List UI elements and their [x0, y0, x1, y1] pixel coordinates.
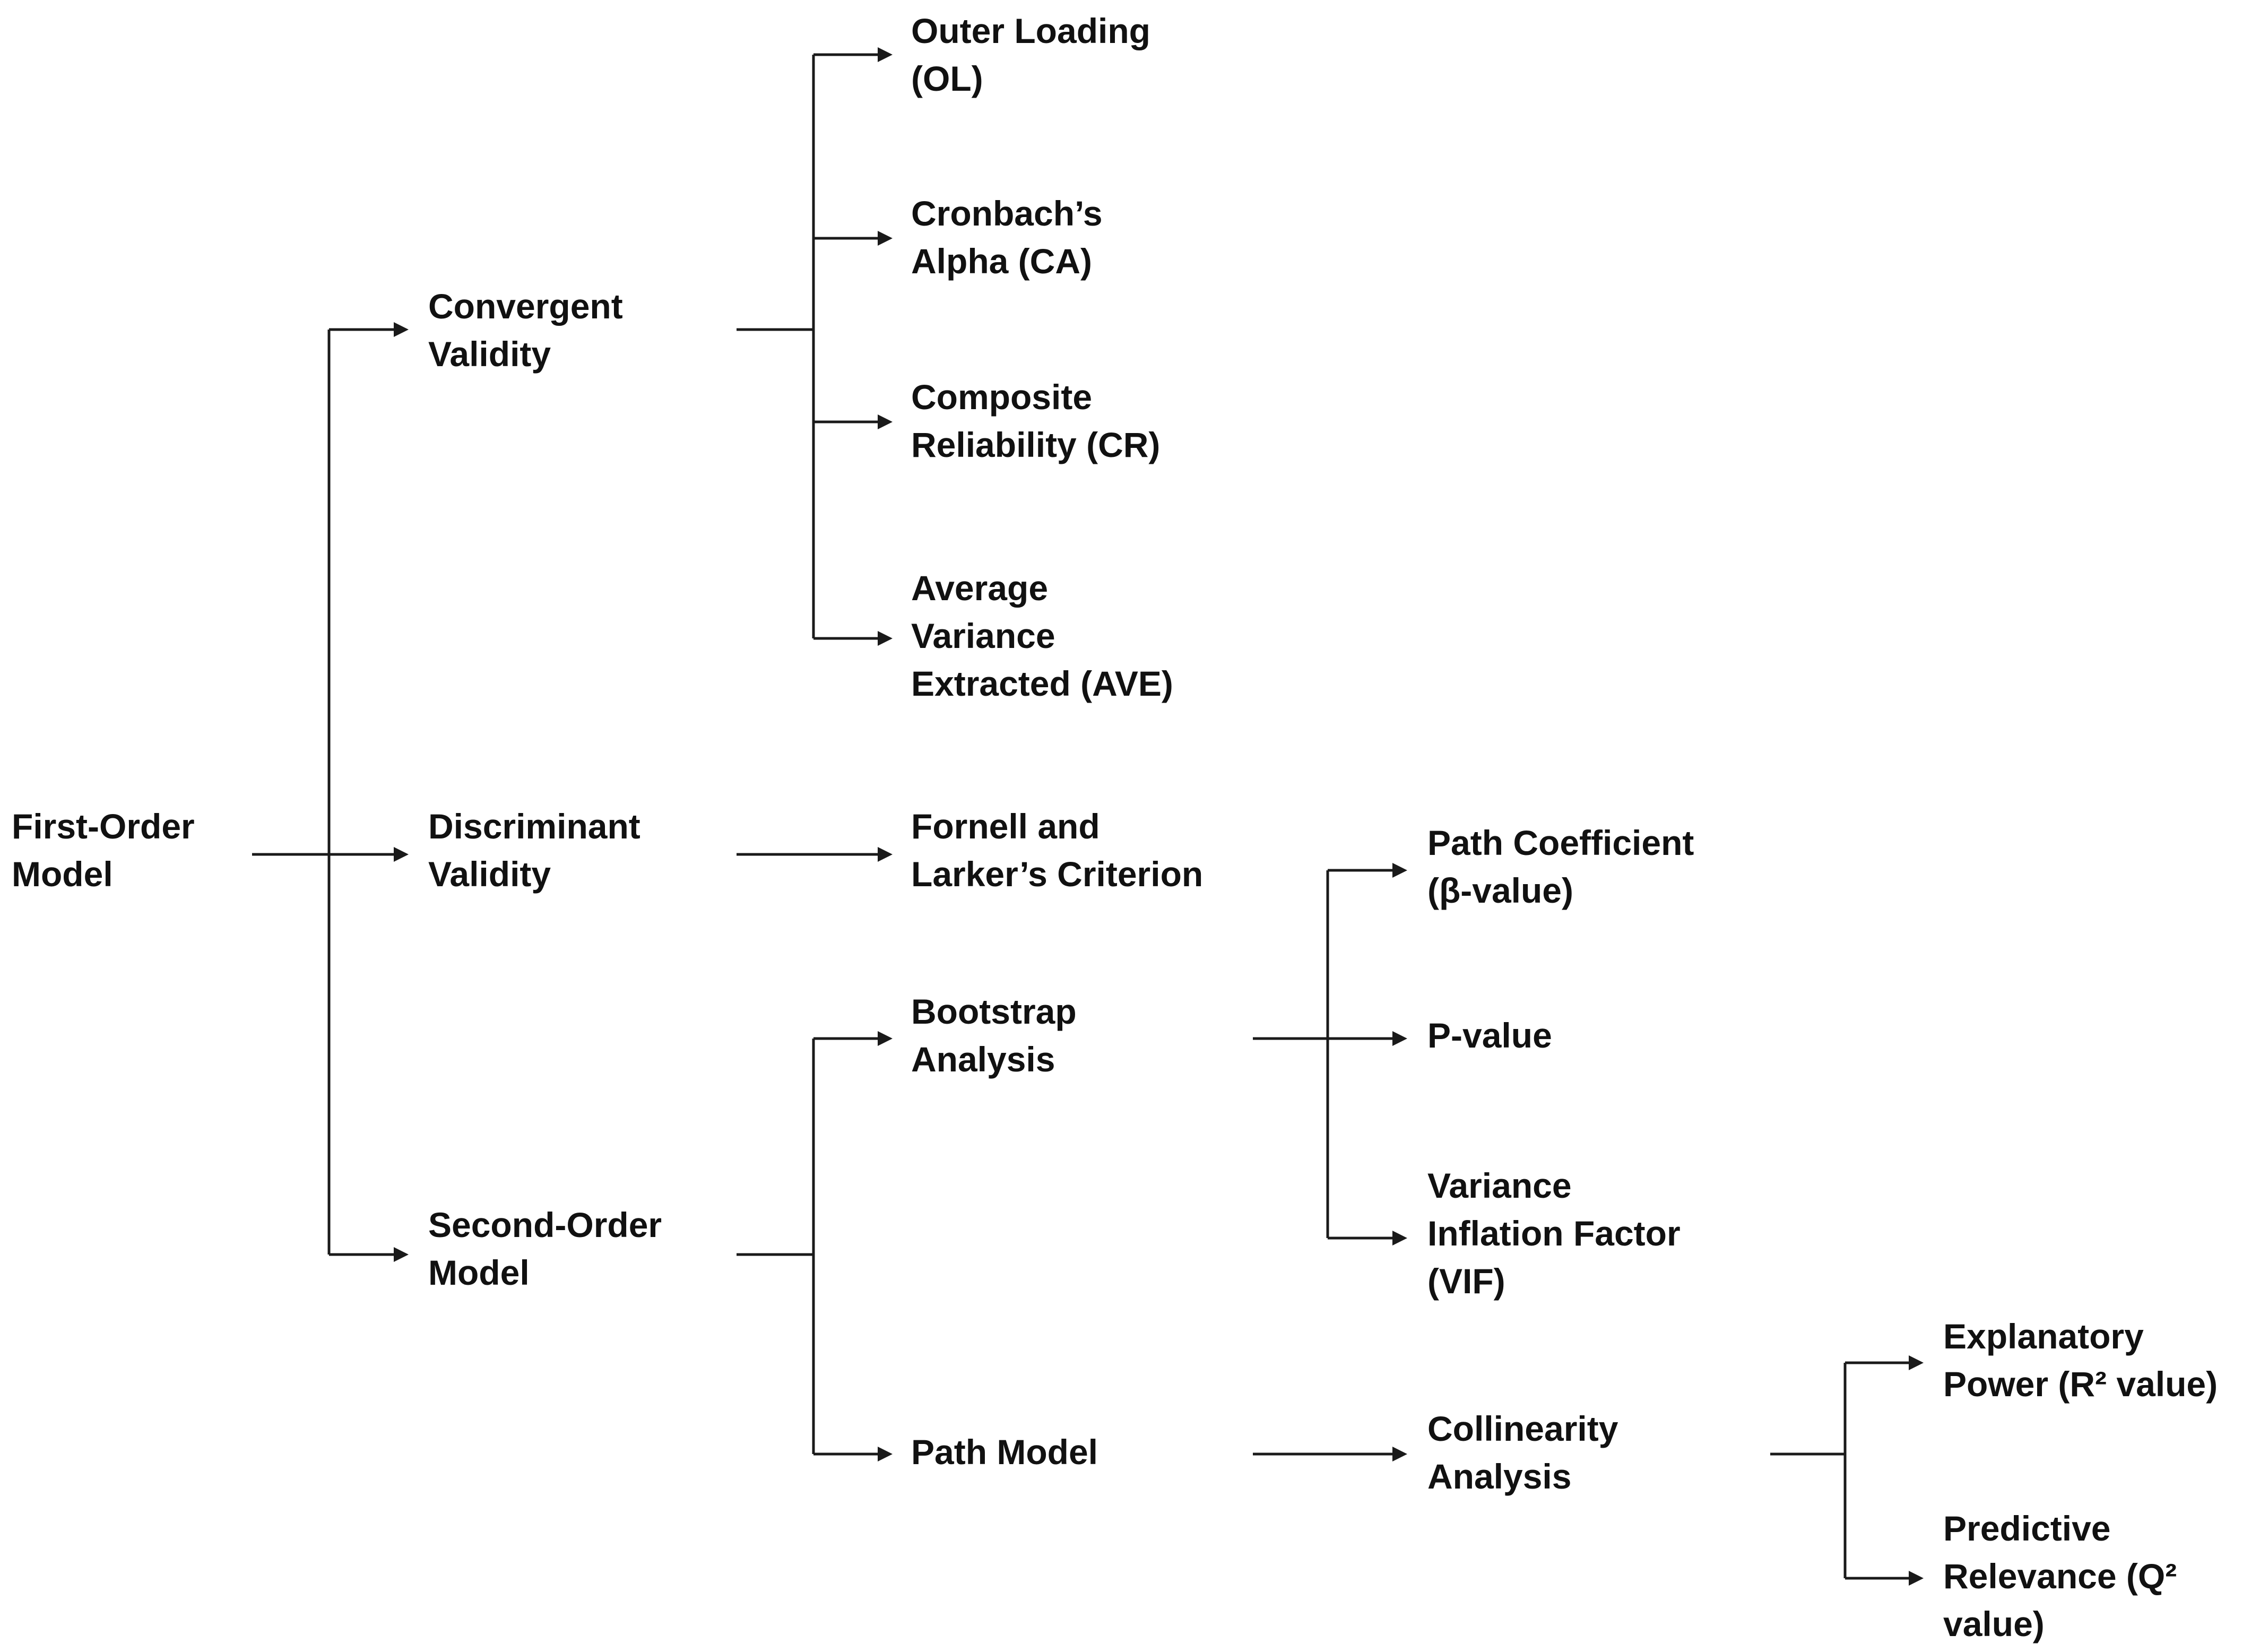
- arrow-head: [878, 231, 893, 246]
- node-label-line: Extracted (AVE): [911, 664, 1173, 703]
- node-label-line: Power (R² value): [1943, 1364, 2218, 1404]
- node-label-line: Variance: [911, 616, 1055, 655]
- node-label-line: Explanatory: [1943, 1317, 2144, 1356]
- node-path-coefficient: Path Coefficient (β-value): [1427, 819, 1694, 914]
- node-label-line: Relevance (Q²: [1943, 1556, 2177, 1596]
- arrow-head: [1392, 1231, 1407, 1246]
- arrow-head: [1909, 1355, 1924, 1370]
- node-label-line: Model: [12, 854, 113, 894]
- node-label-line: (OL): [911, 59, 983, 98]
- node-label-line: Collinearity: [1427, 1409, 1618, 1448]
- node-label-line: (VIF): [1427, 1261, 1505, 1301]
- node-label-line: Larker’s Criterion: [911, 854, 1204, 894]
- node-label-line: Second-Order: [428, 1205, 662, 1244]
- arrow-head: [394, 322, 409, 337]
- node-label-line: Variance: [1427, 1166, 1572, 1205]
- node-label-line: Validity: [428, 334, 551, 374]
- node-label-line: Model: [428, 1253, 530, 1292]
- node-label-line: Discriminant: [428, 807, 640, 846]
- node-label-line: Cronbach’s: [911, 194, 1103, 233]
- arrow-head: [878, 47, 893, 62]
- arrow-head: [878, 1447, 893, 1461]
- node-label-line: Alpha (CA): [911, 241, 1092, 281]
- node-label-line: First-Order: [12, 807, 195, 846]
- node-p-value: P-value: [1427, 1011, 1552, 1059]
- node-label-line: value): [1943, 1604, 2045, 1644]
- arrow-head: [878, 414, 893, 429]
- node-label-line: (β-value): [1427, 871, 1573, 910]
- node-label-line: Path Coefficient: [1427, 823, 1694, 862]
- node-label-line: Convergent: [428, 287, 623, 326]
- node-label-line: Average: [911, 568, 1049, 608]
- arrow-head: [878, 847, 893, 862]
- arrow-head: [394, 1247, 409, 1262]
- arrow-head: [878, 1031, 893, 1046]
- arrow-head: [394, 847, 409, 862]
- node-label-line: Path Model: [911, 1432, 1098, 1472]
- node-label-line: Fornell and: [911, 807, 1100, 846]
- node-label-line: Predictive: [1943, 1509, 2111, 1548]
- node-label-line: Analysis: [1427, 1457, 1572, 1496]
- node-outer-loading: Outer Loading (OL): [911, 7, 1150, 102]
- node-label-line: Inflation Factor: [1427, 1214, 1681, 1253]
- node-label-line: P-value: [1427, 1016, 1552, 1055]
- node-label-line: Reliability (CR): [911, 425, 1161, 464]
- arrow-head: [1392, 1031, 1407, 1046]
- node-label-line: Validity: [428, 854, 551, 894]
- node-label-line: Outer Loading: [911, 11, 1150, 50]
- node-label-line: Composite: [911, 377, 1093, 417]
- node-label-line: Analysis: [911, 1040, 1055, 1079]
- node-label-line: Bootstrap: [911, 992, 1077, 1031]
- node-path-model: Path Model: [911, 1428, 1098, 1476]
- arrow-head: [1909, 1571, 1924, 1586]
- arrow-head: [1392, 1447, 1407, 1461]
- arrow-head: [1392, 863, 1407, 878]
- arrow-head: [878, 631, 893, 646]
